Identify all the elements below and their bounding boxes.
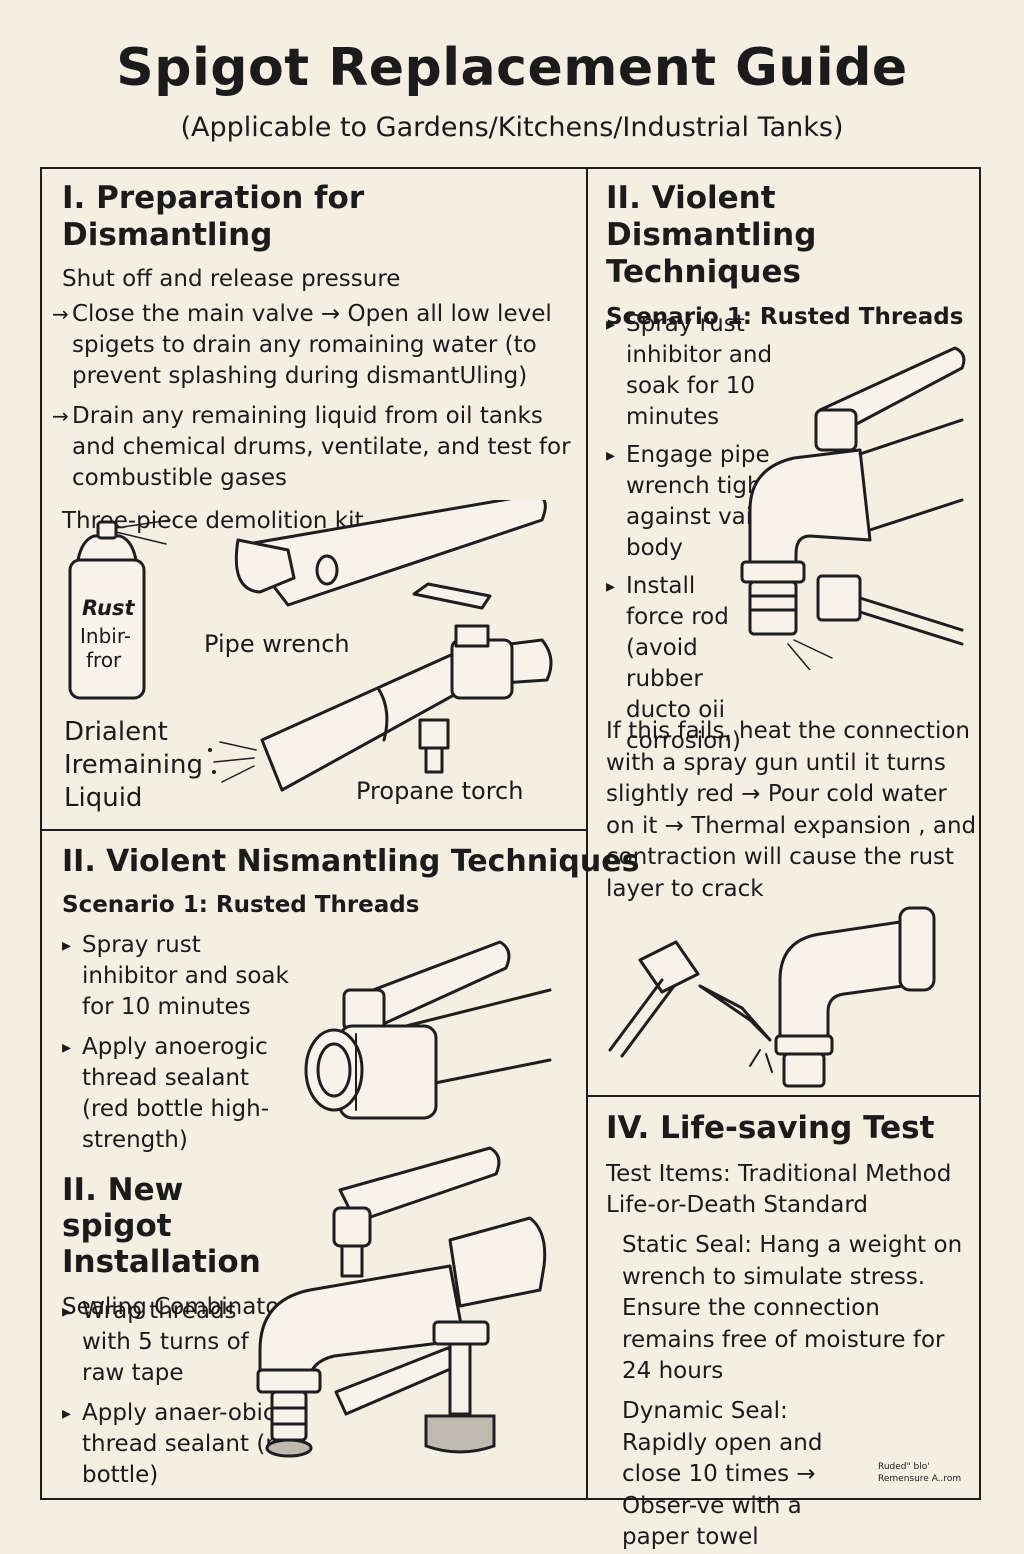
list-item: ▸Spray rust inhibitor and soak for 10 mi… — [62, 932, 289, 1020]
guide-frame — [40, 167, 981, 1500]
section-dismantling-heading: II. Violent Dismantling Techniques — [606, 180, 817, 291]
section-installation: II. New spigot Installation Sealing Comb… — [62, 1172, 302, 1323]
rust-inhibitor-can-icon — [68, 519, 171, 700]
valve-thread-illustration — [304, 940, 552, 1120]
triangle-bullet-icon: ▸ — [606, 445, 616, 466]
dismantling-left-steps: ▸Spray rust inhibitor and soak for 10 mi… — [62, 930, 292, 1156]
section-dismantling-left: II. Violent Nismantling Techniques Scena… — [62, 844, 640, 921]
page-subtitle: (Applicable to Gardens/Kitchens/Industri… — [180, 112, 844, 143]
wrench-on-spigot-illustration — [740, 346, 966, 670]
triangle-bullet-icon: ▸ — [606, 314, 616, 335]
installation-steps: ▸Wrap threads with 5 turns of raw tape ▸… — [62, 1296, 303, 1491]
list-item: ▸Apply anoerogic thread sealant (red bot… — [62, 1034, 269, 1153]
triangle-bullet-icon: ▸ — [62, 1301, 72, 1322]
section-installation-heading: II. New spigot Installation — [62, 1172, 261, 1280]
triangle-bullet-icon: ▸ — [62, 1037, 72, 1058]
hammer-strike-illustration — [608, 906, 936, 1088]
triangle-bullet-icon: ▸ — [62, 935, 72, 956]
list-item: ▸Spray rust inhibitor and soak for 10 mi… — [606, 311, 773, 430]
heat-method-paragraph: If this fails, heat the connection with … — [606, 718, 977, 902]
list-item: ▸Apply anaer-obic thread sealant (red bo… — [62, 1400, 303, 1488]
drain-label: Drialent Iremaining Liquid — [64, 717, 203, 813]
section-preparation: I. Preparation for Dismantling Shut off … — [52, 180, 580, 537]
section-test-heading: IV. Life-saving Test — [606, 1110, 935, 1146]
list-item: ▸Install force rod (avoid rubber ducto o… — [606, 573, 741, 754]
arrow-icon: → — [52, 302, 69, 327]
left-row-divider — [40, 829, 588, 831]
list-item: →Close the main valve → Open all low lev… — [52, 301, 552, 390]
list-item: →Drain any remaining liquid from oil tan… — [52, 403, 571, 492]
triangle-bullet-icon: ▸ — [62, 1403, 72, 1424]
shut-off-subheading: Shut off and release pressure — [62, 266, 401, 293]
sealing-combination-label: Sealing Combinaton — [62, 1294, 294, 1320]
preparation-list: →Close the main valve → Open all low lev… — [52, 299, 580, 494]
new-spigot-illustration — [256, 1146, 547, 1458]
section-life-saving-test: IV. Life-saving Test Test Items: Traditi… — [606, 1110, 978, 1221]
page-title: Spigot Replacement Guide — [116, 38, 908, 98]
can-label-line: Rust — [82, 596, 135, 620]
demolition-kit-illustration — [68, 500, 553, 792]
pipe-valve-icon — [260, 582, 553, 792]
pipe-wrench-icon — [234, 500, 547, 607]
footnote-line: Ruded" blo' — [878, 1462, 930, 1472]
arrow-icon: → — [52, 404, 69, 429]
can-label-line: fror — [86, 648, 122, 672]
section-preparation-heading: I. Preparation for Dismantling — [62, 180, 365, 254]
footnote-line: Remensure A..rom — [878, 1474, 962, 1484]
right-row-divider — [586, 1095, 981, 1097]
scenario-rusted-threads-left: Scenario 1: Rusted Threads — [62, 892, 420, 918]
propane-torch-label: Propane torch — [356, 777, 524, 805]
static-seal-text: Static Seal: Hang a weight on wrench to … — [622, 1232, 963, 1384]
dynamic-seal-text: Dynamic Seal: Rapidly open and close 10 … — [622, 1398, 823, 1550]
column-divider — [586, 167, 588, 1500]
test-items-label: Test Items: Traditional Method Life-or-D… — [606, 1161, 952, 1219]
scenario-rusted-threads: Scenario 1: Rusted Threads — [606, 303, 964, 330]
can-label-line: Inbir- — [80, 624, 131, 648]
list-item: ▸Wrap threads with 5 turns of raw tape — [62, 1298, 249, 1386]
section-dismantling-right: II. Violent Dismantling Techniques Scena… — [606, 180, 976, 333]
triangle-bullet-icon: ▸ — [606, 576, 616, 597]
section-dismantling-left-heading: II. Violent Nismantling Techniques — [62, 844, 640, 879]
pipe-wrench-label: Pipe wrench — [204, 630, 350, 658]
water-spray-icon — [208, 741, 257, 783]
